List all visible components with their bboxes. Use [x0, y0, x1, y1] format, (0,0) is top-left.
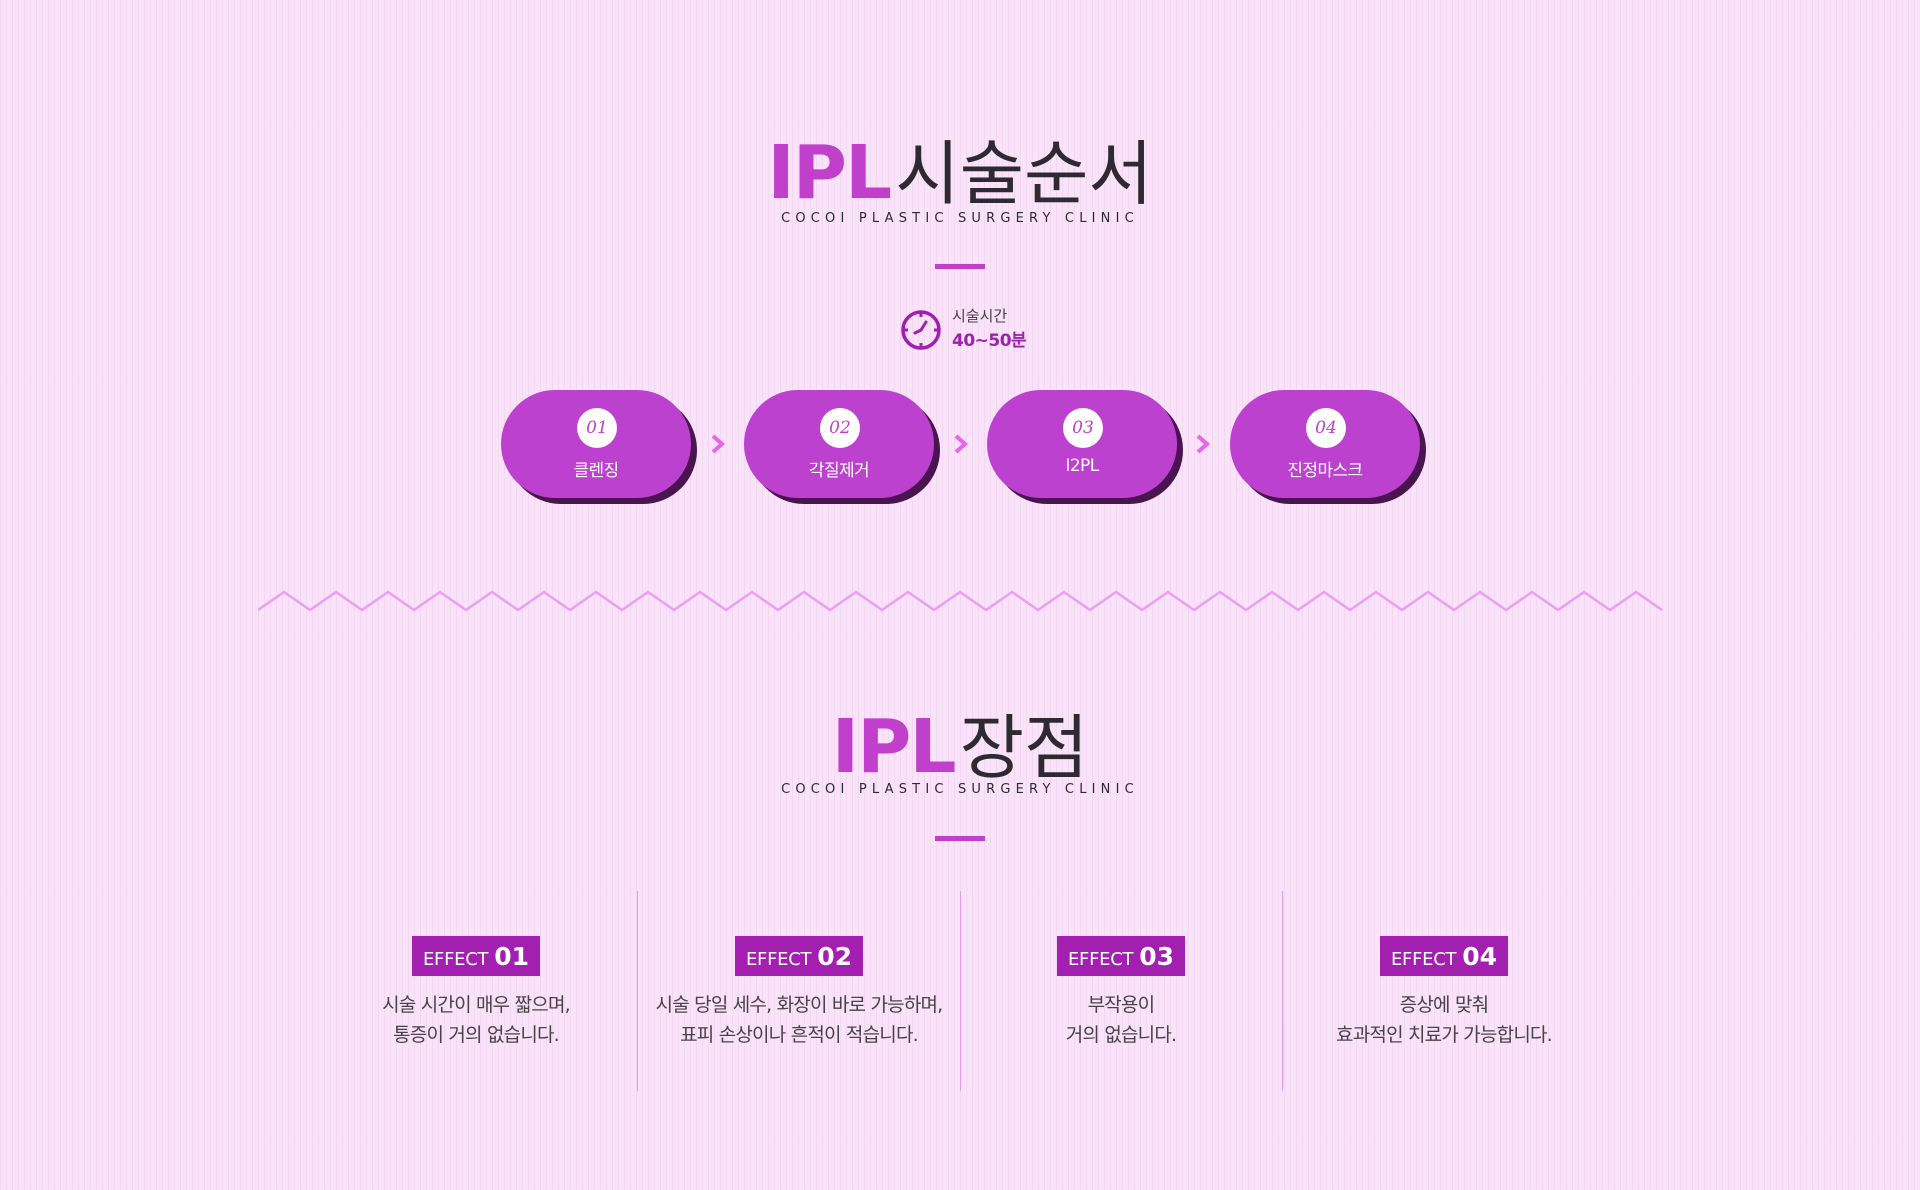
step-3: 03 I2PL — [987, 390, 1177, 498]
effect-number: 03 — [1139, 942, 1174, 971]
title-underline — [935, 264, 985, 269]
effect-description: 시술 당일 세수, 화장이 바로 가능하며, 표피 손상이나 흔적이 적습니다. — [639, 990, 959, 1050]
procedure-title: IPL 시술순서 — [0, 118, 1920, 219]
chevron-right-icon — [1196, 434, 1211, 454]
step-number: 02 — [820, 408, 860, 448]
effect-line: 통증이 거의 없습니다. — [393, 1024, 560, 1046]
step-label: 각질제거 — [808, 461, 870, 481]
effect-description: 부작용이 거의 없습니다. — [961, 990, 1281, 1050]
effect-word: EFFECT — [1390, 949, 1457, 970]
effect-line: 거의 없습니다. — [1065, 1024, 1177, 1046]
title-korean: 시술순서 — [895, 133, 1153, 215]
chevron-right-icon — [954, 434, 969, 454]
effect-line: 효과적인 치료가 가능합니다. — [1336, 1024, 1553, 1046]
advantages-title: IPL 장점 — [0, 692, 1920, 793]
effect-number: 04 — [1462, 942, 1497, 971]
time-label: 시술시간 — [952, 307, 1008, 325]
chevron-right-icon — [711, 434, 726, 454]
column-divider — [1282, 891, 1283, 1091]
effect-line: 시술 당일 세수, 화장이 바로 가능하며, — [655, 994, 944, 1016]
effect-word: EFFECT — [745, 949, 812, 970]
column-divider — [637, 891, 638, 1091]
advantages-subtitle: COCOI PLASTIC SURGERY CLINIC — [781, 782, 1139, 797]
title-ipl: IPL — [831, 704, 957, 790]
effect-line: 부작용이 — [1087, 994, 1156, 1016]
effect-number: 02 — [817, 942, 852, 971]
effect-line: 시술 시간이 매우 짧으며, — [382, 994, 571, 1016]
step-label: 진정마스크 — [1287, 461, 1363, 481]
step-number: 04 — [1306, 408, 1346, 448]
step-label: I2PL — [1065, 456, 1099, 476]
effect-number: 01 — [494, 942, 529, 971]
effect-line: 표피 손상이나 흔적이 적습니다. — [680, 1024, 919, 1046]
zigzag-divider — [258, 590, 1662, 612]
effect-word: EFFECT — [1067, 949, 1134, 970]
effect-line: 증상에 맞춰 — [1399, 994, 1489, 1016]
column-divider — [960, 891, 961, 1091]
step-1: 01 클렌징 — [501, 390, 691, 498]
step-number: 01 — [577, 408, 617, 448]
step-number: 03 — [1063, 408, 1103, 448]
title-korean: 장점 — [959, 707, 1089, 789]
effect-description: 시술 시간이 매우 짧으며, 통증이 거의 없습니다. — [316, 990, 636, 1050]
procedure-subtitle: COCOI PLASTIC SURGERY CLINIC — [781, 211, 1139, 226]
clock-icon — [901, 310, 941, 350]
time-value: 40~50분 — [952, 331, 1027, 351]
title-underline — [935, 836, 985, 841]
title-ipl: IPL — [767, 130, 892, 216]
step-2: 02 각질제거 — [744, 390, 934, 498]
step-4: 04 진정마스크 — [1230, 390, 1420, 498]
effect-word: EFFECT — [422, 949, 489, 970]
step-label: 클렌징 — [573, 461, 619, 481]
effect-description: 증상에 맞춰 효과적인 치료가 가능합니다. — [1284, 990, 1604, 1050]
